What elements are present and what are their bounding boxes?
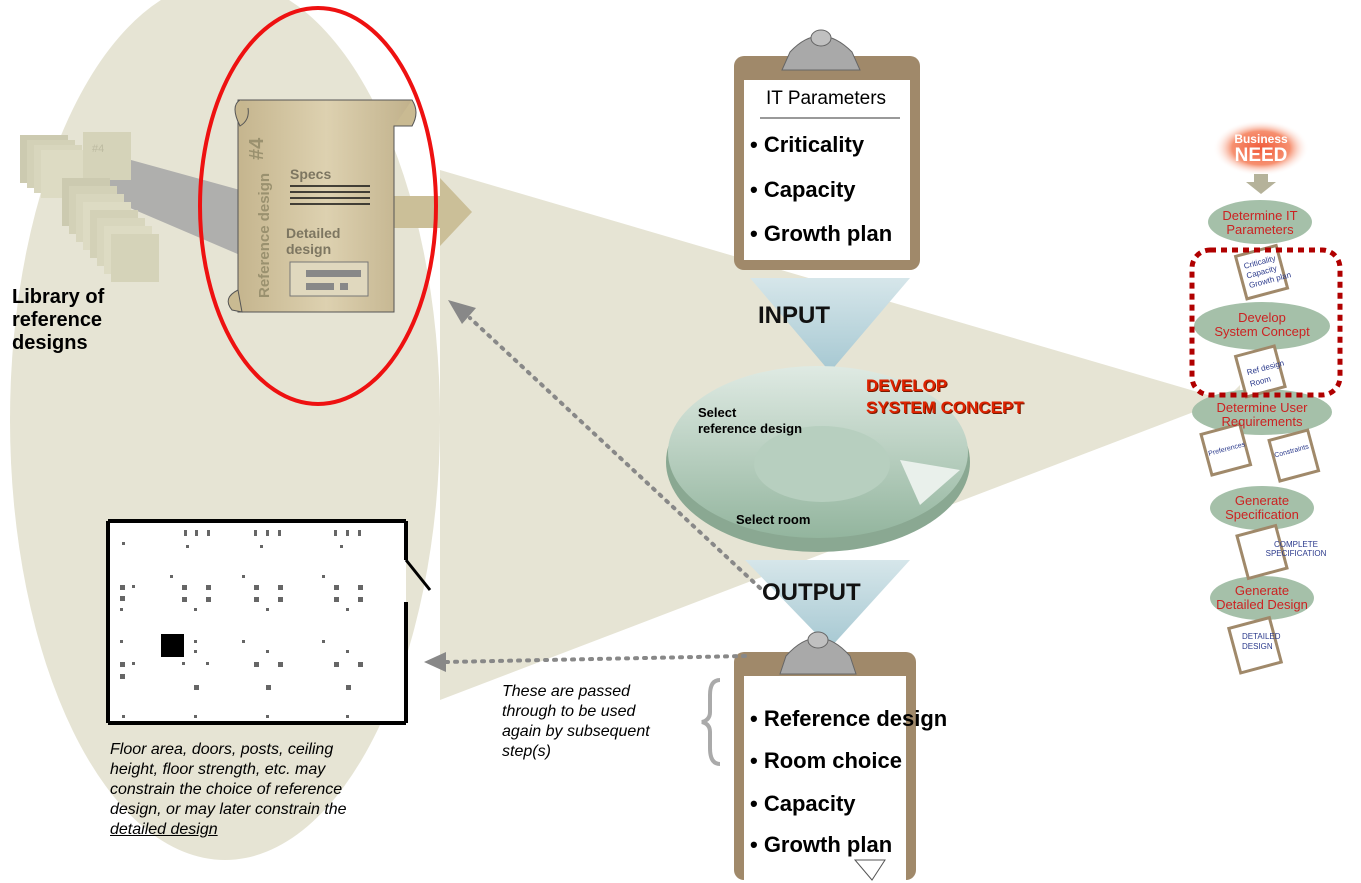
reference-scroll <box>227 99 417 313</box>
business-need-line: Business <box>1234 132 1288 146</box>
input-clipboard <box>734 29 920 270</box>
step-line: Determine User <box>1216 400 1308 415</box>
dotted-arrow-to-floor <box>443 654 747 664</box>
floor-note-line: design, or may later constrain the <box>110 801 347 818</box>
step-line: Generate <box>1234 583 1290 598</box>
library-cards <box>20 132 240 282</box>
process-chart <box>1189 120 1343 675</box>
passed-note-line: step(s) <box>502 743 551 760</box>
passed-note-line: These are passed <box>502 683 631 700</box>
floor-note-line: constrain the choice of reference <box>110 781 343 798</box>
input-arrow <box>750 278 910 372</box>
develop-cycle <box>666 366 970 552</box>
scroll-detailed-line: design <box>286 241 332 257</box>
step-determine-it-parameters: Determine IT Parameters <box>1200 209 1320 237</box>
cycle-step-line: reference design <box>698 421 803 436</box>
library-label-line: reference <box>12 309 103 331</box>
library-label-line: designs <box>12 332 88 354</box>
dashed-highlight-box <box>1189 247 1343 398</box>
brace <box>701 678 721 766</box>
step-line: System Concept <box>1214 324 1310 339</box>
scroll-specs-label: Specs <box>290 166 332 182</box>
passed-note-line: through to be used <box>502 703 636 720</box>
output-item-room-choice: • Room choice <box>750 748 902 773</box>
step-line: Requirements <box>1221 414 1303 429</box>
doc-detailed-design: DETAILED DESIGN <box>1242 632 1281 652</box>
cycle-step-select-reference: Select reference design <box>698 405 802 437</box>
floor-note-underlined: detailed design <box>110 821 218 838</box>
step-develop-system-concept: Develop System Concept <box>1196 311 1328 339</box>
develop-title-line: DEVELOP <box>866 376 948 395</box>
passed-through-note: These are passed through to be used agai… <box>502 682 650 762</box>
develop-title-line: SYSTEM CONCEPT <box>866 398 1024 417</box>
library-card-number: #4 <box>92 143 105 155</box>
output-item-capacity: • Capacity <box>750 791 856 816</box>
step-line: Develop <box>1238 310 1286 325</box>
business-need-line: NEED <box>1234 145 1288 166</box>
step-line: Parameters <box>1226 222 1294 237</box>
scroll-right-arrow <box>390 178 472 246</box>
input-clipboard-title: IT Parameters <box>766 88 887 109</box>
scroll-detailed-label: Detailed design <box>286 225 340 257</box>
doc-line: DESIGN <box>1242 642 1273 651</box>
library-label-line: Library of <box>12 286 105 308</box>
floor-plan <box>106 519 432 725</box>
business-need: Business NEED <box>1226 133 1296 166</box>
output-arrow-label: OUTPUT <box>762 579 861 606</box>
input-item-capacity: • Capacity <box>750 177 856 202</box>
input-item-criticality: • Criticality <box>750 132 865 157</box>
doc-line: COMPLETE <box>1273 540 1318 549</box>
passed-note-line: again by subsequent <box>502 723 650 740</box>
output-item-growth-plan: • Growth plan <box>750 832 893 857</box>
step-line: Generate <box>1234 493 1290 508</box>
scroll-number: #4 <box>246 137 268 160</box>
scroll-detailed-line: Detailed <box>286 225 341 241</box>
step-line: Detailed Design <box>1216 597 1308 612</box>
output-clipboard <box>734 631 916 881</box>
red-highlight-circle <box>198 6 438 406</box>
step-line: Determine IT <box>1222 208 1298 223</box>
library-label: Library of reference designs <box>12 286 104 355</box>
input-item-growth-plan: • Growth plan <box>750 221 893 246</box>
step-line: Specification <box>1225 507 1299 522</box>
doc-complete-specification: COMPLETE SPECIFICATION <box>1246 540 1346 558</box>
step-generate-detailed-design: Generate Detailed Design <box>1198 584 1326 612</box>
output-item-reference-design: • Reference design <box>750 706 948 731</box>
dotted-arrow-to-scroll <box>468 316 762 590</box>
doc-line: SPECIFICATION <box>1265 549 1327 558</box>
input-arrow-label: INPUT <box>758 302 830 329</box>
develop-title: DEVELOP SYSTEM CONCEPT <box>866 375 1024 419</box>
step-determine-user-requirements: Determine User Requirements <box>1196 401 1328 429</box>
step-generate-specification: Generate Specification <box>1200 494 1324 522</box>
doc-line: DETAILED <box>1242 632 1281 641</box>
floor-note: Floor area, doors, posts, ceiling height… <box>110 740 347 840</box>
cycle-step-line: Select <box>698 405 737 420</box>
output-arrow <box>745 560 910 648</box>
floor-note-line: height, floor strength, etc. may <box>110 761 326 778</box>
scroll-vertical-label: Reference design <box>256 172 273 298</box>
floor-note-line: Floor area, doors, posts, ceiling <box>110 741 334 758</box>
cycle-step-select-room: Select room <box>736 512 811 527</box>
